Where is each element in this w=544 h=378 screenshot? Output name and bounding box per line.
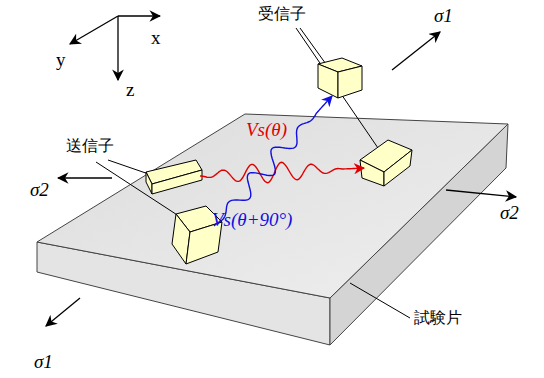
axis-label: z <box>126 80 134 99</box>
part-name: 受信子 <box>258 6 306 22</box>
red-wave <box>200 162 364 182</box>
transducers <box>146 58 412 264</box>
wave-label: Vs(θ) <box>246 120 287 139</box>
stress-label: σ2 <box>500 203 519 222</box>
axis-label: x <box>151 28 161 47</box>
axis-label: y <box>56 50 66 69</box>
part-name: 送信子 <box>66 138 114 154</box>
stress-arrows-front <box>46 190 516 326</box>
stress-label: σ1 <box>434 6 453 25</box>
stress-label: σ1 <box>34 352 53 371</box>
axes <box>70 16 160 80</box>
stress-label: σ2 <box>30 180 49 199</box>
blue-wave <box>214 96 332 226</box>
wave-label: Vs(θ+90°) <box>212 210 292 229</box>
part-name: 試験片 <box>414 310 462 326</box>
leader-lines <box>96 28 410 318</box>
